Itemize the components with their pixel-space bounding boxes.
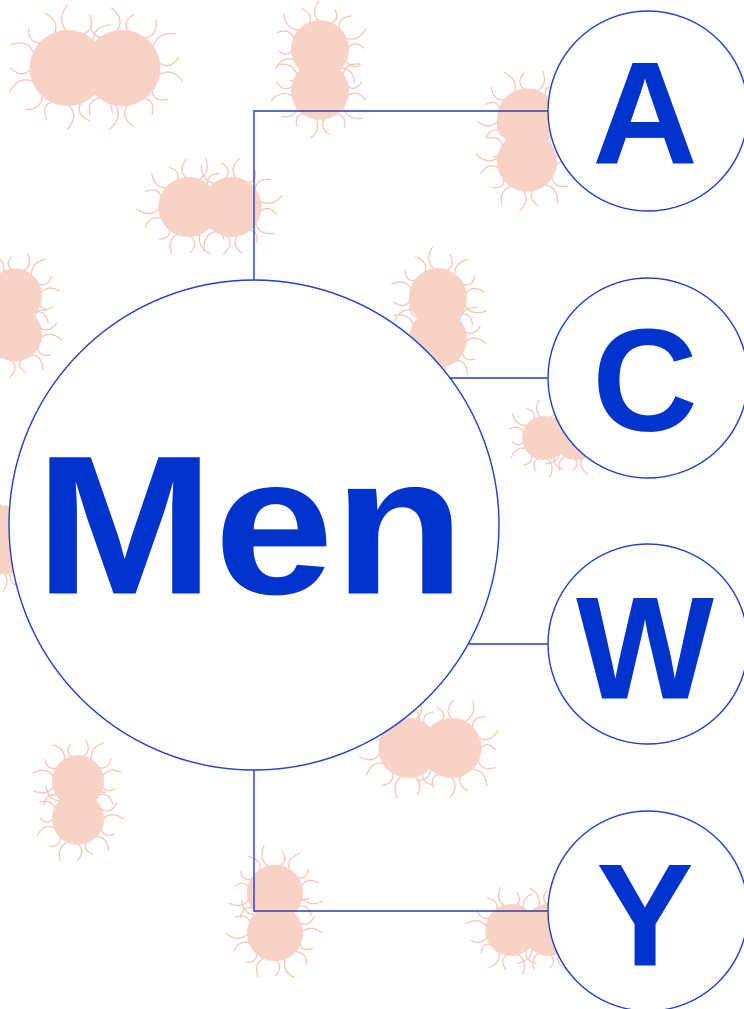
serogroup-label-A: A	[592, 32, 697, 195]
center-node: Men	[9, 280, 499, 770]
center-label: Men	[35, 415, 465, 636]
serogroup-node-W: W	[548, 544, 744, 744]
bacterium-icon	[271, 1, 366, 138]
serogroup-node-A: A	[548, 11, 744, 211]
serogroup-node-Y: Y	[548, 811, 744, 1009]
bacterium-icon	[0, 254, 62, 377]
serogroup-label-W: W	[576, 567, 714, 730]
serogroup-label-C: C	[592, 299, 697, 462]
serogroup-node-C: C	[548, 278, 744, 478]
bacterium-icon	[33, 740, 124, 861]
bacterium-icon	[9, 5, 182, 130]
bacterium-icon	[137, 158, 282, 254]
serogroup-label-Y: Y	[596, 834, 693, 997]
